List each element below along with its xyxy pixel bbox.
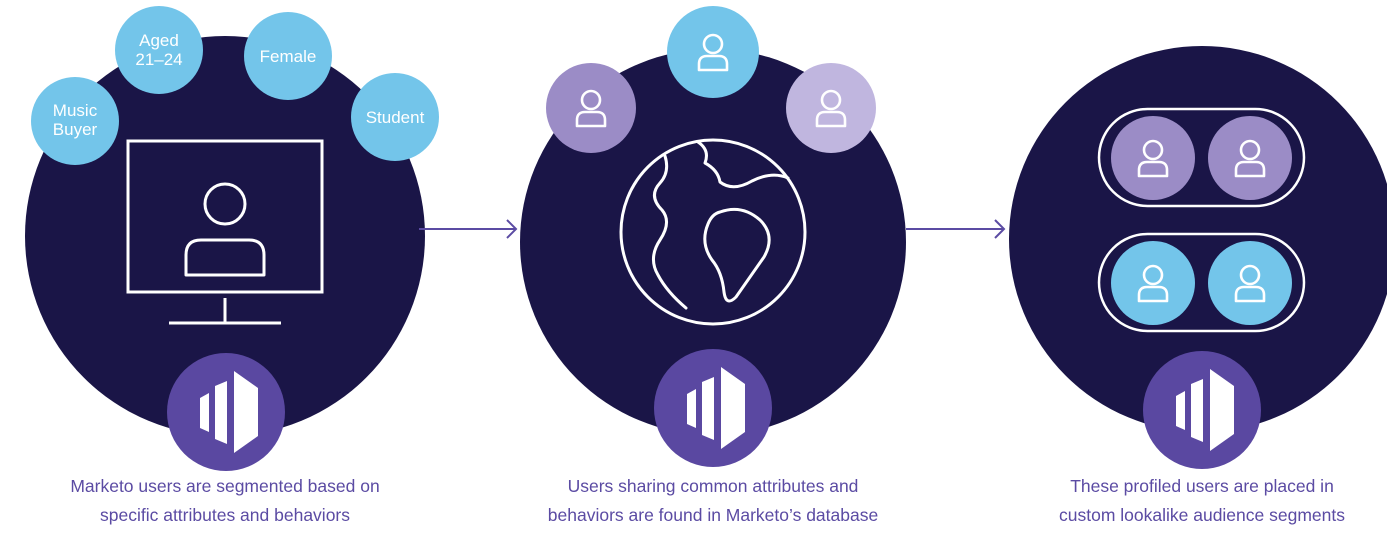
marketo-logo-icon (654, 349, 772, 467)
step-3-caption: These profiled users are placed in custo… (1002, 472, 1387, 530)
step-2-caption: Users sharing common attributes and beha… (513, 472, 913, 530)
user-avatar-lilac (786, 63, 876, 153)
arrow-right-icon (419, 219, 518, 239)
caption-line: These profiled users are placed in (1070, 476, 1334, 496)
marketo-logo-icon (167, 353, 285, 471)
step-3-circle (1009, 46, 1387, 432)
svg-text:Student: Student (366, 108, 425, 127)
tag-aged-21-24: Aged 21–24 (115, 6, 203, 94)
step-1-circle (25, 36, 425, 436)
audience-segments-icon (1097, 107, 1306, 333)
caption-line: Users sharing common attributes and (567, 476, 859, 496)
tag-female: Female (244, 12, 332, 100)
arrow-right-icon (906, 219, 1006, 239)
segment-group-lavender (1097, 107, 1306, 208)
step-1-caption: Marketo users are segmented based on spe… (25, 472, 425, 530)
monitor-user-icon (126, 139, 324, 325)
svg-text:Buyer: Buyer (53, 120, 98, 139)
svg-text:21–24: 21–24 (135, 50, 182, 69)
marketo-logo-icon (1143, 351, 1261, 469)
tag-student: Student (351, 73, 439, 161)
user-avatar-lavender (1208, 116, 1292, 200)
user-avatar-lavender (1111, 116, 1195, 200)
user-avatar-sky (1208, 241, 1292, 325)
globe-icon (619, 138, 807, 326)
svg-text:Music: Music (53, 101, 98, 120)
caption-line: Marketo users are segmented based on (70, 476, 380, 496)
caption-line: custom lookalike audience segments (1059, 505, 1345, 525)
step-3 (1009, 46, 1387, 469)
caption-line: specific attributes and behaviors (100, 505, 350, 525)
svg-text:Aged: Aged (139, 31, 179, 50)
svg-text:Female: Female (260, 47, 317, 66)
user-avatar-lavender (546, 63, 636, 153)
segment-group-sky (1097, 232, 1306, 333)
caption-line: behaviors are found in Marketo’s databas… (547, 505, 879, 525)
step-2 (520, 6, 906, 467)
tag-music-buyer: Music Buyer (31, 77, 119, 165)
step-1: Music Buyer Aged 21–24 Female Student (25, 6, 439, 471)
user-avatar-sky (667, 6, 759, 98)
user-avatar-sky (1111, 241, 1195, 325)
